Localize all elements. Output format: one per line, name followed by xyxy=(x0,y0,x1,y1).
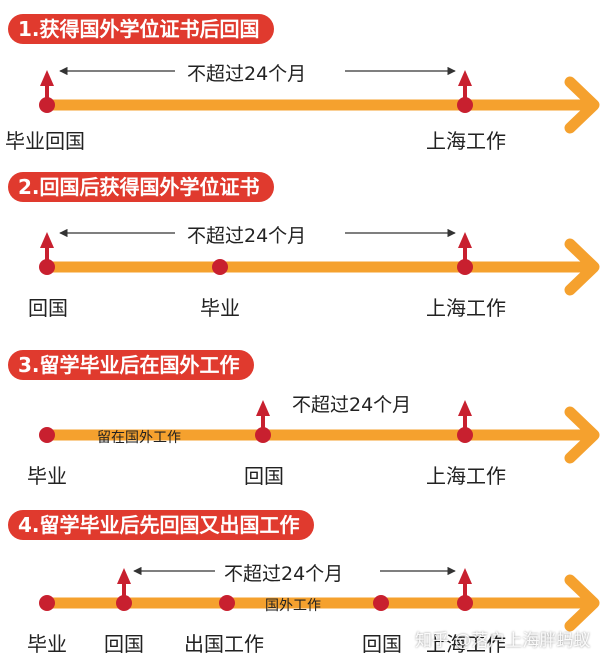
event-label: 毕业 xyxy=(27,632,67,656)
section-3-title: 3.留学毕业后在国外工作 xyxy=(8,350,254,380)
event-marker-arrow xyxy=(457,232,473,275)
event-label: 毕业回国 xyxy=(5,129,85,153)
event-marker-arrow xyxy=(457,70,473,113)
section-4-title: 4.留学毕业后先回国又出国工作 xyxy=(8,510,314,540)
event-marker-arrow xyxy=(39,232,55,275)
event-marker-dot xyxy=(39,595,55,611)
event-marker-arrow xyxy=(116,568,132,611)
event-marker-dot xyxy=(212,259,228,275)
event-marker-arrow xyxy=(255,400,271,443)
event-label: 上海工作 xyxy=(426,632,506,656)
timeline-arrowhead xyxy=(564,76,600,134)
event-marker-arrow xyxy=(457,400,473,443)
timeline-arrowhead xyxy=(564,574,600,632)
section-1-title: 1.获得国外学位证书后回国 xyxy=(8,14,274,44)
event-label: 回国 xyxy=(362,632,402,656)
event-marker-arrow xyxy=(457,568,473,611)
event-marker-dot xyxy=(373,595,389,611)
timeline-arrowhead xyxy=(564,238,600,296)
duration-label: 不超过24个月 xyxy=(224,563,344,585)
duration-label: 不超过24个月 xyxy=(187,63,307,85)
event-marker-dot xyxy=(39,427,55,443)
duration-label: 不超过24个月 xyxy=(187,225,307,247)
duration-label: 不超过24个月 xyxy=(292,394,412,416)
timeline-arrowhead xyxy=(564,406,600,464)
event-label: 上海工作 xyxy=(426,464,506,488)
event-marker-arrow xyxy=(39,70,55,113)
section-2-title: 2.回国后获得国外学位证书 xyxy=(8,172,274,202)
event-label: 上海工作 xyxy=(426,129,506,153)
timeline-note: 国外工作 xyxy=(265,598,321,614)
timeline-1 xyxy=(39,66,600,134)
event-label: 回国 xyxy=(104,632,144,656)
event-marker-dot xyxy=(219,595,235,611)
watermark: 知乎 @落户上海胖蚂蚁 xyxy=(415,631,591,651)
event-label: 回国 xyxy=(28,296,68,320)
timeline-note: 留在国外工作 xyxy=(97,430,181,446)
event-label: 毕业 xyxy=(27,464,67,488)
timeline-3 xyxy=(39,400,600,464)
timeline-4 xyxy=(39,566,600,632)
timeline-2 xyxy=(39,228,600,296)
event-label: 毕业 xyxy=(200,296,240,320)
event-label: 回国 xyxy=(244,464,284,488)
event-label: 上海工作 xyxy=(426,296,506,320)
event-label: 出国工作 xyxy=(184,632,264,656)
